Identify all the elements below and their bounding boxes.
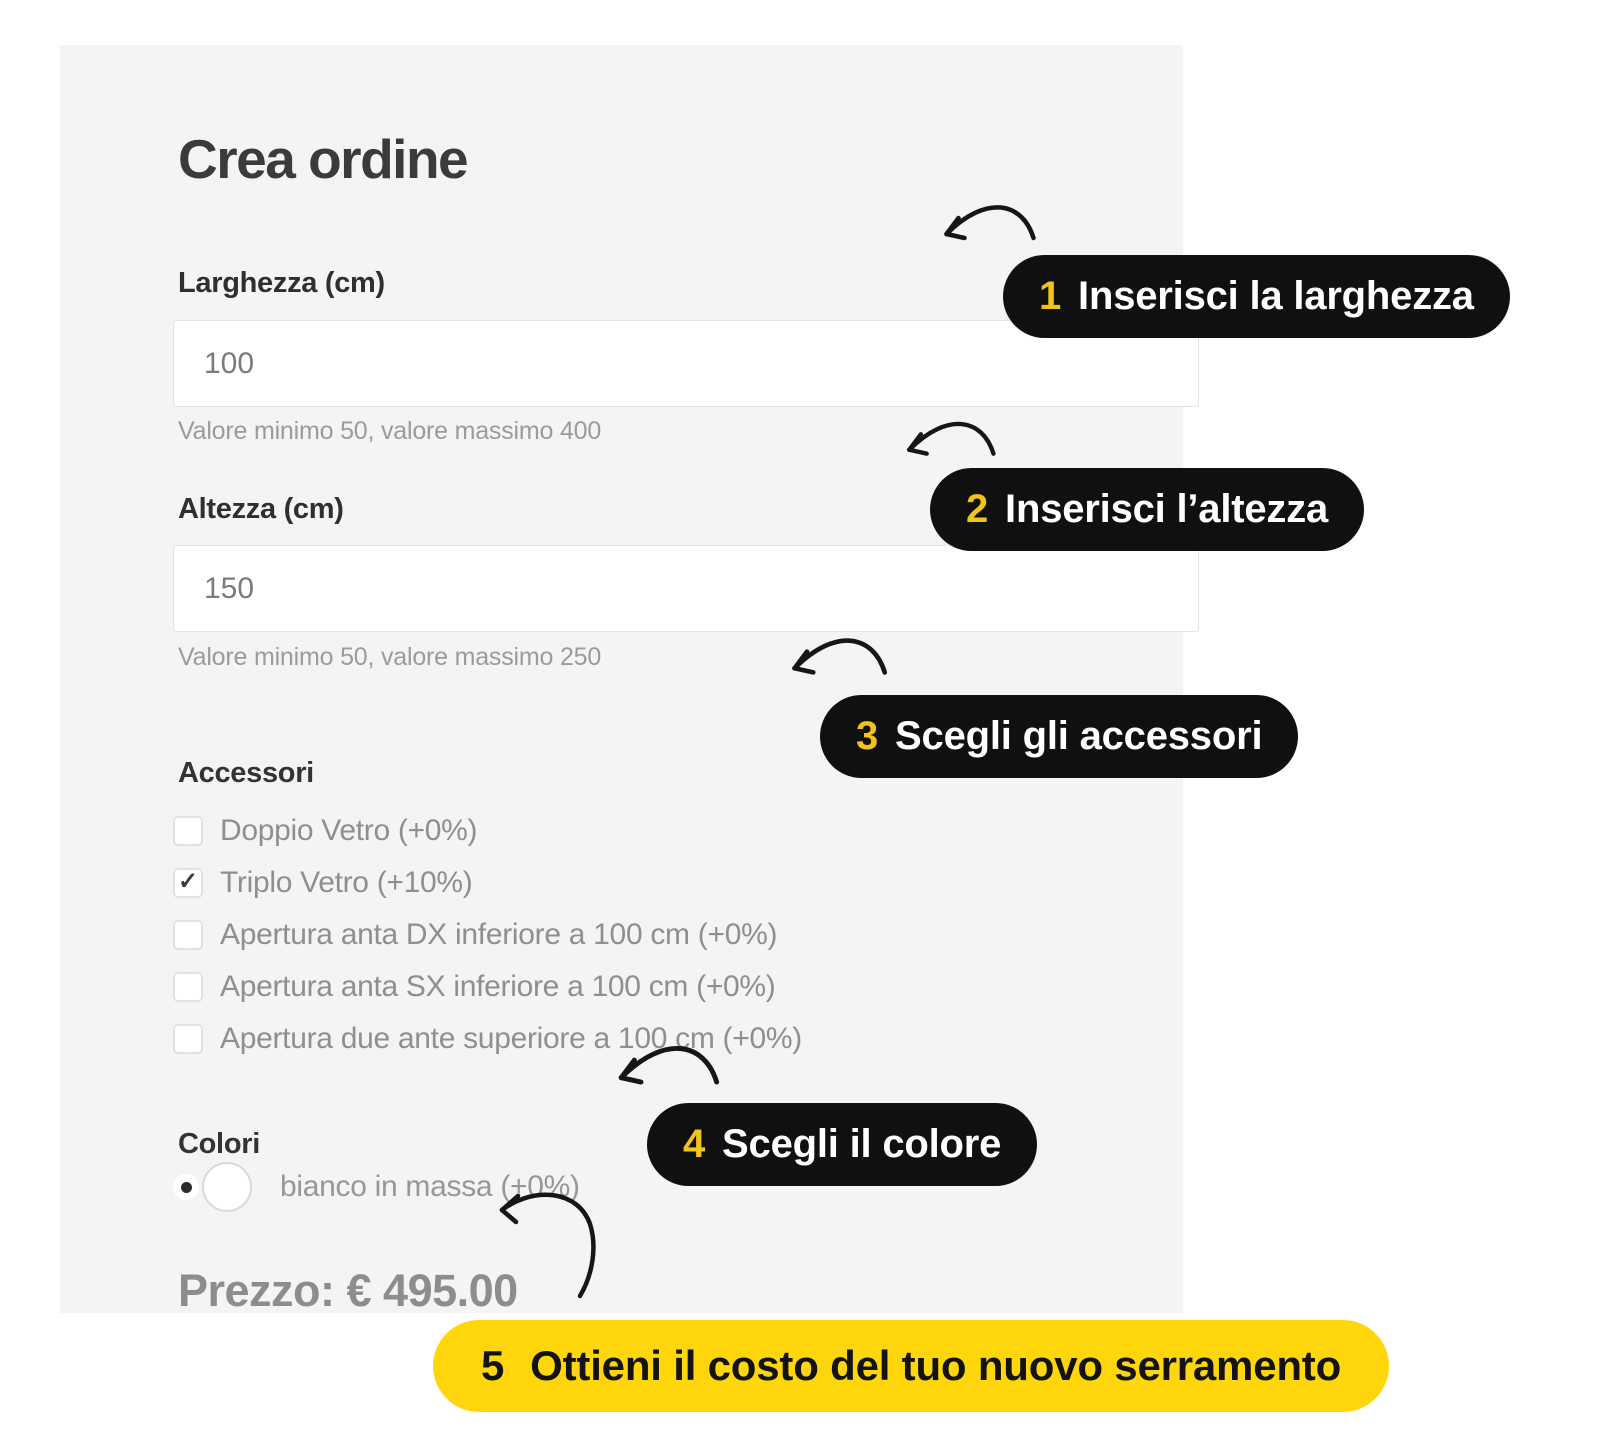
annotation-step-3: 3 Scegli gli accessori	[820, 695, 1299, 778]
price-text: Prezzo: € 495.00	[178, 1265, 518, 1316]
width-field-label: Larghezza (cm)	[178, 267, 385, 299]
accessory-row-apertura-sx[interactable]: Apertura anta SX inferiore a 100 cm (+0%…	[173, 970, 802, 1004]
step-number: 5	[481, 1342, 505, 1389]
height-field-label: Altezza (cm)	[178, 493, 344, 525]
hand-arrow-5-icon	[499, 1192, 596, 1299]
accessory-row-apertura-dx[interactable]: Apertura anta DX inferiore a 100 cm (+0%…	[173, 918, 802, 952]
annotation-step-2: 2 Inserisci l’altezza	[930, 468, 1365, 551]
colors-section-label: Colori	[178, 1128, 260, 1160]
height-input[interactable]	[173, 545, 1199, 632]
hand-arrow-4-icon	[618, 1046, 720, 1085]
annotation-step-1: 1 Inserisci la larghezza	[1003, 255, 1510, 338]
step-text: Inserisci l’altezza	[1005, 487, 1329, 531]
checkbox-apertura-dx[interactable]	[173, 920, 203, 950]
accessories-list: Doppio Vetro (+0%) ✓ Triplo Vetro (+10%)…	[173, 814, 802, 1056]
accessory-label: Apertura due ante superiore a 100 cm (+0…	[220, 1022, 802, 1055]
accessory-label: Doppio Vetro (+0%)	[220, 814, 478, 847]
color-swatch-white[interactable]	[202, 1162, 252, 1212]
step-number: 2	[966, 487, 989, 531]
page-title: Crea ordine	[178, 128, 469, 190]
accessory-label: Triplo Vetro (+10%)	[220, 866, 473, 899]
step-text: Scegli il colore	[722, 1122, 1002, 1166]
check-icon: ✓	[177, 868, 199, 895]
checkbox-doppio-vetro[interactable]	[173, 816, 203, 846]
step-text: Scegli gli accessori	[895, 714, 1263, 758]
step-text: Inserisci la larghezza	[1078, 274, 1474, 318]
accessory-label: Apertura anta DX inferiore a 100 cm (+0%…	[220, 918, 778, 951]
accessory-row-apertura-due-ante[interactable]: Apertura due ante superiore a 100 cm (+0…	[173, 1022, 802, 1056]
hand-arrow-3-icon	[792, 638, 888, 675]
checkbox-apertura-sx[interactable]	[173, 972, 203, 1002]
step-text: Ottieni il costo del tuo nuovo serrament…	[530, 1342, 1342, 1389]
accessory-row-doppio-vetro[interactable]: Doppio Vetro (+0%)	[173, 814, 802, 848]
accessory-row-triplo-vetro[interactable]: ✓ Triplo Vetro (+10%)	[173, 866, 802, 900]
step-number: 3	[856, 714, 879, 758]
annotation-step-5: 5 Ottieni il costo del tuo nuovo serrame…	[433, 1320, 1390, 1412]
accessory-label: Apertura anta SX inferiore a 100 cm (+0%…	[220, 970, 776, 1003]
hand-arrow-2-icon	[907, 421, 996, 456]
checkbox-apertura-due-ante[interactable]	[173, 1024, 203, 1054]
radio-selected-icon[interactable]	[173, 1174, 199, 1200]
height-field-hint: Valore minimo 50, valore massimo 250	[178, 643, 602, 671]
hand-arrow-1-icon	[944, 205, 1036, 241]
annotation-step-4: 4 Scegli il colore	[647, 1103, 1038, 1186]
step-number: 1	[1039, 274, 1062, 318]
width-field-hint: Valore minimo 50, valore massimo 400	[178, 417, 602, 445]
accessories-section-label: Accessori	[178, 757, 314, 789]
checkbox-triplo-vetro-checked[interactable]: ✓	[173, 868, 203, 898]
step-number: 4	[683, 1122, 706, 1166]
